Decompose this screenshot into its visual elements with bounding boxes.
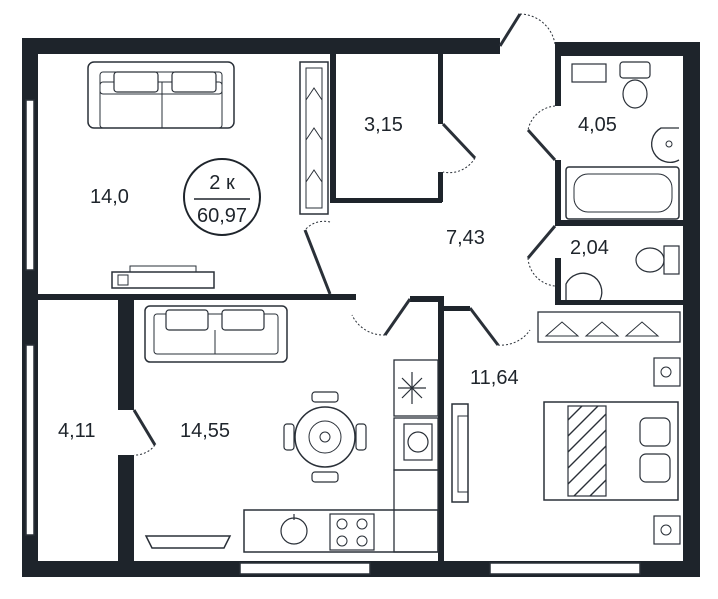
bedroom-nightstands <box>653 357 681 545</box>
room-area-living: 14,0 <box>90 186 129 208</box>
apartment-total-area: 60,97 <box>197 205 247 227</box>
bath-sink <box>651 127 680 163</box>
apartment-badge: 2 к 60,97 <box>183 158 261 236</box>
kitchen-sofa <box>144 305 288 363</box>
bedroom-bed <box>543 401 679 501</box>
bedroom-wardrobe <box>451 403 469 503</box>
room-area-bath: 4,05 <box>578 114 617 136</box>
kitchen-counter <box>243 359 439 553</box>
living-room-wardrobe <box>299 61 329 215</box>
apartment-type: 2 к <box>209 172 235 194</box>
room-labels: 14,0 3,15 4,05 7,43 2,04 4,11 14,55 11,6… <box>58 114 617 442</box>
living-room-sofa <box>87 61 235 129</box>
room-area-wc: 2,04 <box>570 237 609 259</box>
interior-walls <box>38 54 683 565</box>
room-area-bedroom: 11,64 <box>470 367 519 389</box>
wc-sink <box>565 272 603 301</box>
dining-table <box>283 391 367 483</box>
room-area-balcony: 4,11 <box>58 420 95 442</box>
doors <box>132 105 557 456</box>
hall-wardrobe <box>537 311 681 343</box>
outer-walls <box>22 13 700 577</box>
room-area-kitchen: 14,55 <box>180 420 230 442</box>
tv-unit <box>111 265 215 289</box>
room-area-hall: 7,43 <box>446 227 485 249</box>
balcony-bench <box>144 535 232 549</box>
bath-toilet <box>571 61 651 109</box>
room-area-storage: 3,15 <box>364 114 403 136</box>
bath-tub <box>565 166 680 220</box>
wc-toilet <box>635 245 680 275</box>
